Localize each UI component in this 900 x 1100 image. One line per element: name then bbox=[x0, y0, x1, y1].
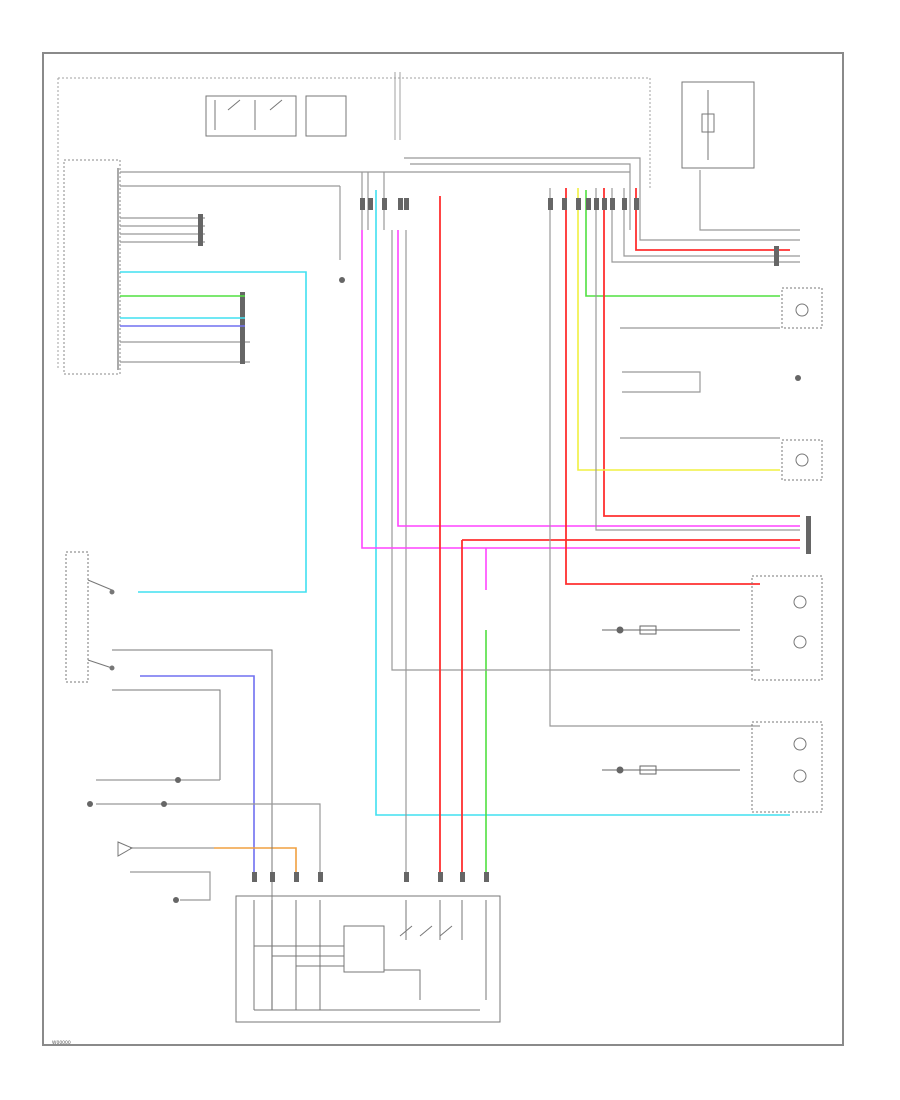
fuse-box bbox=[305, 95, 347, 137]
center-gray-wires bbox=[339, 157, 800, 880]
diagram-frame bbox=[42, 52, 844, 1046]
orange-wire bbox=[214, 847, 297, 880]
yellow-wire bbox=[577, 188, 780, 471]
switch-icon bbox=[602, 625, 740, 775]
lower-left-wires bbox=[96, 779, 321, 1010]
switch-icon-lower bbox=[117, 841, 134, 857]
right-gray-wires bbox=[549, 170, 800, 727]
relay-box bbox=[205, 95, 297, 137]
instrument-panel-connector bbox=[63, 159, 121, 375]
red-wires bbox=[439, 188, 800, 880]
headlight-switch bbox=[65, 551, 273, 880]
lamp-icon bbox=[751, 287, 823, 813]
cyan-wire bbox=[120, 190, 790, 816]
fuse-block-right bbox=[681, 81, 755, 169]
connector-icon bbox=[252, 198, 639, 882]
mid-connectors bbox=[198, 214, 245, 364]
right-connectors bbox=[774, 246, 811, 554]
top-bus bbox=[57, 72, 651, 370]
magenta-wires bbox=[361, 230, 800, 590]
ground-icon bbox=[87, 277, 801, 903]
blue-wires bbox=[120, 325, 255, 880]
left-gray-wires bbox=[120, 171, 630, 363]
footer-code: W00000 bbox=[52, 1040, 71, 1046]
green-wires bbox=[120, 190, 780, 880]
control-module-icon bbox=[235, 895, 501, 1023]
